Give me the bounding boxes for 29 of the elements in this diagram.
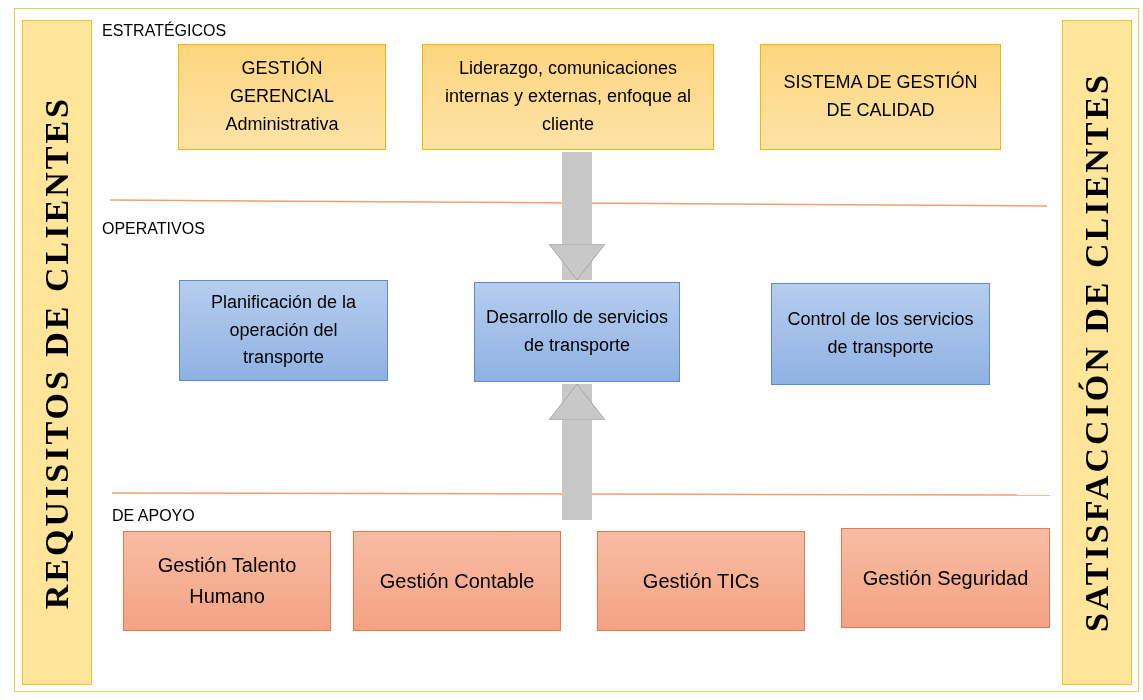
band-title: SATISFACCIÓN DE CLIENTES: [1080, 72, 1114, 633]
band-title: REQUISITOS DE CLIENTES: [40, 95, 74, 610]
process-box: [760, 44, 1001, 150]
process-label: Gestión TICs: [642, 568, 760, 594]
process-label: Gestión Contable: [379, 568, 535, 594]
process-label: Planificación de la operación del transporte: [209, 290, 358, 370]
process-box: [422, 44, 714, 150]
side-band: [22, 20, 92, 685]
process-box: [353, 531, 561, 631]
process-label: Gestión Talento Humano: [156, 553, 298, 609]
process-label: Gestión Seguridad: [862, 565, 1029, 591]
process-label: Desarrollo de servicios de transporte: [485, 306, 669, 357]
process-box: [597, 531, 805, 631]
process-label: Control de los servicios de transporte: [786, 308, 975, 359]
block-arrow: [548, 152, 606, 281]
section-heading: DE APOYO: [112, 507, 195, 525]
block-arrow: [548, 383, 606, 520]
section-heading: OPERATIVOS: [102, 220, 205, 238]
process-box: [179, 280, 388, 381]
process-box: [841, 528, 1050, 628]
side-band: [1062, 20, 1132, 685]
process-box: [474, 282, 680, 382]
process-box: [123, 531, 331, 631]
section-heading: ESTRATÉGICOS: [102, 22, 227, 40]
process-label: GESTIÓN GERENCIAL Administrativa: [224, 56, 340, 136]
process-label: SISTEMA DE GESTIÓN DE CALIDAD: [782, 70, 979, 122]
process-box: [178, 44, 386, 150]
process-label: Liderazgo, comunicaciones internas y externas, enfoque al cliente: [443, 57, 693, 136]
process-box: [771, 283, 990, 385]
